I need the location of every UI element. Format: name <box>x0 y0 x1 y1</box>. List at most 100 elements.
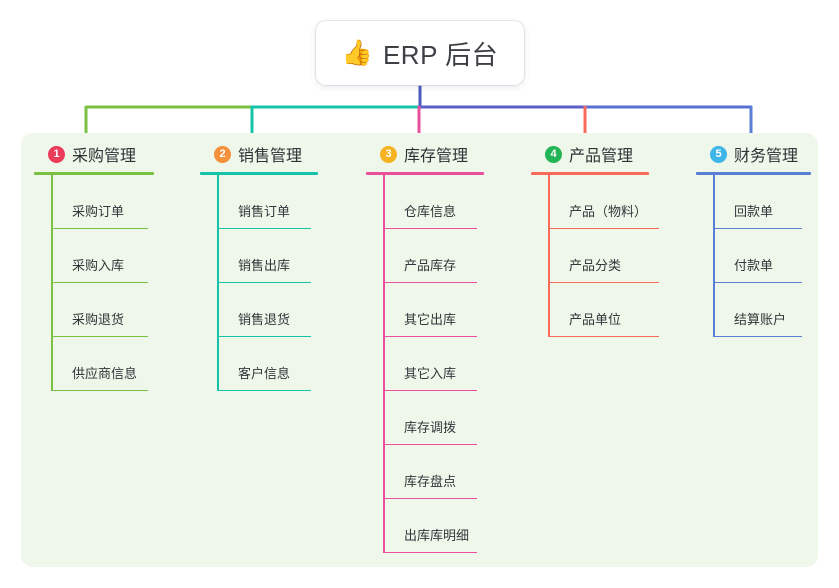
leaf-node-underline <box>384 497 477 499</box>
leaf-node-label: 回款单 <box>734 204 774 219</box>
leaf-node-label: 库存调拨 <box>404 420 457 435</box>
leaf-node[interactable]: 回款单 <box>714 175 826 229</box>
branch-badge-5: 5 <box>710 145 727 163</box>
leaf-node[interactable]: 产品分类 <box>549 229 691 283</box>
branch-underline-5 <box>696 172 811 175</box>
branch-column-4: 4 产品管理产品（物料） 产品分类产品单位 <box>531 142 691 337</box>
leaf-node-label: 产品（物料） <box>569 204 648 219</box>
leaf-node-label: 结算账户 <box>734 312 787 327</box>
leaf-node[interactable]: 采购入库 <box>52 229 184 283</box>
board-panel <box>21 133 818 567</box>
leaf-node-underline <box>714 281 802 283</box>
branch-column-2: 2 销售管理销售订单销售出库销售退货客户信息 <box>200 142 350 391</box>
leaf-node[interactable]: 供应商信息 <box>52 337 184 391</box>
leaf-node[interactable]: 采购退货 <box>52 283 184 337</box>
leaf-node[interactable]: 仓库信息 <box>384 175 516 229</box>
branch-title-1: 采购管理 <box>72 148 137 165</box>
leaf-node[interactable]: 结算账户 <box>714 283 826 337</box>
leaf-node-underline <box>549 227 659 229</box>
branch-spine-3 <box>383 175 385 553</box>
branch-badge-2: 2 <box>214 145 231 163</box>
leaf-node-underline <box>52 335 148 337</box>
leaf-node-label: 采购退货 <box>72 312 125 327</box>
leaf-node-label: 销售退货 <box>238 312 291 327</box>
branch-spine-1 <box>51 175 53 391</box>
leaf-node-label: 产品分类 <box>569 258 622 273</box>
leaf-node-label: 其它出库 <box>404 312 457 327</box>
leaf-node-label: 仓库信息 <box>404 204 457 219</box>
leaf-node-label: 采购订单 <box>72 204 125 219</box>
leaf-node[interactable]: 库存盘点 <box>384 445 516 499</box>
branch-badge-3: 3 <box>380 145 397 163</box>
leaf-node[interactable]: 销售出库 <box>218 229 350 283</box>
branch-items-2: 销售订单销售出库销售退货客户信息 <box>200 175 350 391</box>
leaf-node-underline <box>384 335 477 337</box>
branch-items-3: 仓库信息产品库存其它出库其它入库库存调拨库存盘点出库库明细 <box>366 175 516 553</box>
branch-header-5[interactable]: 5 财务管理 <box>696 142 826 166</box>
branch-title-4: 产品管理 <box>569 148 634 165</box>
leaf-node-label: 库存盘点 <box>404 474 457 489</box>
leaf-node-underline <box>549 281 659 283</box>
branch-underline-3 <box>366 172 484 175</box>
branch-underline-1 <box>34 172 154 175</box>
branch-items-1: 采购订单采购入库采购退货供应商信息 <box>34 175 184 391</box>
branch-column-1: 1 采购管理采购订单采购入库采购退货供应商信息 <box>34 142 184 391</box>
leaf-node-underline <box>714 335 802 337</box>
branch-badge-4: 4 <box>545 145 562 163</box>
leaf-node-underline <box>384 551 477 553</box>
root-node-label: ERP 后台 <box>382 39 499 70</box>
leaf-node-underline <box>218 389 311 391</box>
leaf-node[interactable]: 采购订单 <box>52 175 184 229</box>
leaf-node-underline <box>52 227 148 229</box>
branch-badge-1: 1 <box>48 145 65 163</box>
leaf-node-label: 产品单位 <box>569 312 622 327</box>
leaf-node-underline <box>218 335 311 337</box>
leaf-node-underline <box>218 281 311 283</box>
leaf-node[interactable]: 出库库明细 <box>384 499 516 553</box>
leaf-node[interactable]: 付款单 <box>714 229 826 283</box>
branch-items-5: 回款单付款单结算账户 <box>696 175 826 337</box>
thumbs-up-icon: 👍 <box>341 38 373 67</box>
leaf-node-underline <box>218 227 311 229</box>
leaf-node-label: 付款单 <box>734 258 774 273</box>
branch-header-3[interactable]: 3 库存管理 <box>366 142 516 166</box>
branch-underline-2 <box>200 172 318 175</box>
branch-column-3: 3 库存管理仓库信息产品库存其它出库其它入库库存调拨库存盘点出库库明细 <box>366 142 516 553</box>
root-node-card[interactable]: 👍 ERP 后台 <box>316 21 524 85</box>
branch-items-4: 产品（物料） 产品分类产品单位 <box>531 175 691 337</box>
leaf-node-label: 出库库明细 <box>404 528 470 543</box>
leaf-node[interactable]: 产品（物料） <box>549 175 691 229</box>
leaf-node-underline <box>52 281 148 283</box>
leaf-node-label: 产品库存 <box>404 258 457 273</box>
leaf-node-underline <box>384 281 477 283</box>
leaf-node-underline <box>384 227 477 229</box>
branch-spine-5 <box>713 175 715 337</box>
leaf-node-label: 其它入库 <box>404 366 457 381</box>
branch-spine-2 <box>217 175 219 391</box>
leaf-node-label: 采购入库 <box>72 258 125 273</box>
branch-spine-4 <box>548 175 550 337</box>
leaf-node-underline <box>714 227 802 229</box>
branch-column-5: 5 财务管理回款单付款单结算账户 <box>696 142 826 337</box>
branch-title-2: 销售管理 <box>238 148 303 165</box>
branch-header-4[interactable]: 4 产品管理 <box>531 142 691 166</box>
leaf-node-label: 销售出库 <box>238 258 291 273</box>
branch-title-3: 库存管理 <box>404 148 469 165</box>
leaf-node-underline <box>52 389 148 391</box>
branch-header-2[interactable]: 2 销售管理 <box>200 142 350 166</box>
leaf-node[interactable]: 客户信息 <box>218 337 350 391</box>
leaf-node-label: 供应商信息 <box>72 366 138 381</box>
leaf-node[interactable]: 产品库存 <box>384 229 516 283</box>
leaf-node[interactable]: 库存调拨 <box>384 391 516 445</box>
leaf-node[interactable]: 其它入库 <box>384 337 516 391</box>
leaf-node[interactable]: 销售订单 <box>218 175 350 229</box>
leaf-node[interactable]: 其它出库 <box>384 283 516 337</box>
leaf-node-underline <box>384 389 477 391</box>
leaf-node[interactable]: 销售退货 <box>218 283 350 337</box>
branch-header-1[interactable]: 1 采购管理 <box>34 142 184 166</box>
leaf-node[interactable]: 产品单位 <box>549 283 691 337</box>
leaf-node-label: 客户信息 <box>238 366 291 381</box>
leaf-node-underline <box>384 443 477 445</box>
branch-title-5: 财务管理 <box>734 148 799 165</box>
